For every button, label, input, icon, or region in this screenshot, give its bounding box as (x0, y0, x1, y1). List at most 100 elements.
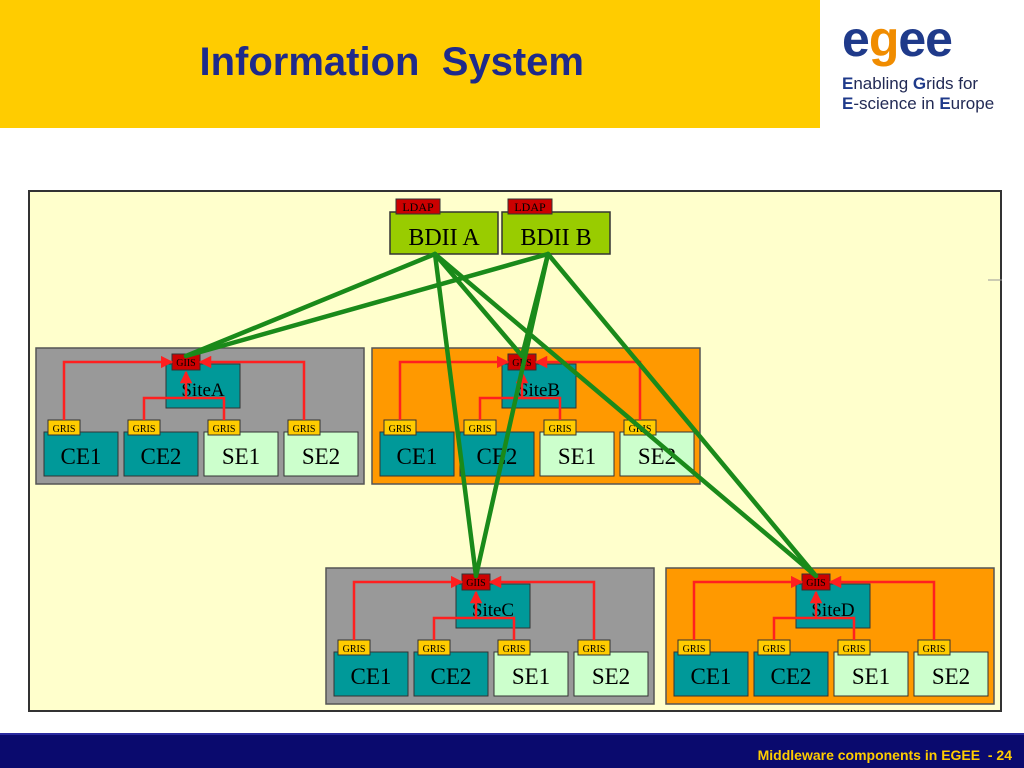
node-box (333, 651, 409, 697)
node-ce2: CE2 GRIS (459, 419, 535, 477)
giis-tag-label: GIIS (806, 578, 825, 589)
node-label: SE1 (222, 444, 260, 469)
gris-tag-label: GRIS (763, 644, 786, 655)
node-ce2: CE2 GRIS (413, 639, 489, 697)
node-box (123, 431, 199, 477)
red-arrow (692, 575, 804, 640)
red-line (816, 616, 856, 640)
title-bar: Information System (0, 0, 820, 128)
egee-logo: egee Enabling Grids for E-science in Eur… (820, 0, 1024, 128)
node-label: SE2 (932, 664, 970, 689)
node-se2: SE2 GRIS (573, 639, 649, 697)
logo-tagline-2: E-science in Europe (842, 94, 995, 113)
gris-tag-label: GRIS (293, 424, 316, 435)
bdii-b: BDII B LDAP (501, 198, 611, 255)
red-line (186, 396, 226, 420)
giis-tag-label: GIIS (176, 358, 195, 369)
green-link (545, 251, 819, 579)
green-link (432, 251, 819, 579)
node-label: CE1 (351, 664, 392, 689)
gris-tag-label: GRIS (213, 424, 236, 435)
site-label: SiteD (811, 600, 854, 621)
page-title: Information System (199, 40, 584, 84)
green-link (432, 251, 479, 579)
node-label: SE2 (592, 664, 630, 689)
node-box (379, 431, 455, 477)
site-label: SiteA (181, 380, 225, 401)
ldap-tag (507, 198, 553, 215)
site-siteb: SiteBGIISCE1GRISCE2GRISSE1GRISSE2GRIS (371, 347, 701, 485)
node-label: SE2 (638, 444, 676, 469)
gris-tag-label: GRIS (683, 644, 706, 655)
ldap-tag-label: LDAP (402, 200, 434, 214)
node-se1: SE1 GRIS (203, 419, 279, 477)
footer-divider (0, 733, 1024, 735)
gris-tag-label: GRIS (549, 424, 572, 435)
site-box (795, 583, 871, 629)
giis-tag-label: GIIS (466, 578, 485, 589)
red-arrow (478, 370, 529, 420)
node-box (283, 431, 359, 477)
node-ce1: CE1 GRIS (673, 639, 749, 697)
node-label: SE1 (512, 664, 550, 689)
green-link (183, 251, 438, 359)
node-ce1: CE1 GRIS (333, 639, 409, 697)
red-arrow (828, 575, 936, 640)
logo-wordmark: egee (842, 11, 953, 67)
site-box (165, 363, 241, 409)
green-link (473, 251, 551, 579)
footer-text: Middleware components in EGEE - 24 (757, 747, 1012, 763)
footer-bar (0, 733, 1024, 768)
red-arrow (352, 575, 464, 640)
node-label: SE1 (852, 664, 890, 689)
node-box (913, 651, 989, 697)
gris-tag-label: GRIS (423, 644, 446, 655)
gris-tag-label: GRIS (503, 644, 526, 655)
site-label: SiteC (472, 600, 514, 621)
gris-tag-label: GRIS (343, 644, 366, 655)
gris-tag-label: GRIS (469, 424, 492, 435)
red-arrow (432, 590, 483, 640)
gris-tag-label: GRIS (389, 424, 412, 435)
site-box (455, 583, 531, 629)
green-link (432, 251, 525, 359)
gris-tag-label: GRIS (583, 644, 606, 655)
red-arrow (488, 575, 596, 640)
node-label: CE2 (141, 444, 182, 469)
node-se2: SE2 GRIS (913, 639, 989, 697)
node-box (753, 651, 829, 697)
node-box (413, 651, 489, 697)
bdii-box (389, 211, 499, 255)
gris-tag-label: GRIS (923, 644, 946, 655)
bdii-label: BDII B (520, 225, 591, 251)
red-arrow (142, 370, 193, 420)
node-label: CE1 (691, 664, 732, 689)
red-line (522, 396, 562, 420)
node-label: CE2 (431, 664, 472, 689)
ldap-tag (395, 198, 441, 215)
ldap-tag-label: LDAP (514, 200, 546, 214)
red-arrow (62, 355, 174, 420)
node-se1: SE1 GRIS (493, 639, 569, 697)
red-arrow (198, 355, 306, 420)
bdii-box (501, 211, 611, 255)
gris-tag-label: GRIS (843, 644, 866, 655)
node-box (203, 431, 279, 477)
node-box (493, 651, 569, 697)
node-label: SE2 (302, 444, 340, 469)
red-arrow (772, 590, 823, 640)
gris-tag-label: GRIS (53, 424, 76, 435)
node-box (673, 651, 749, 697)
red-arrow (398, 355, 510, 420)
node-box (539, 431, 615, 477)
green-link (183, 251, 551, 359)
node-label: CE2 (477, 444, 518, 469)
